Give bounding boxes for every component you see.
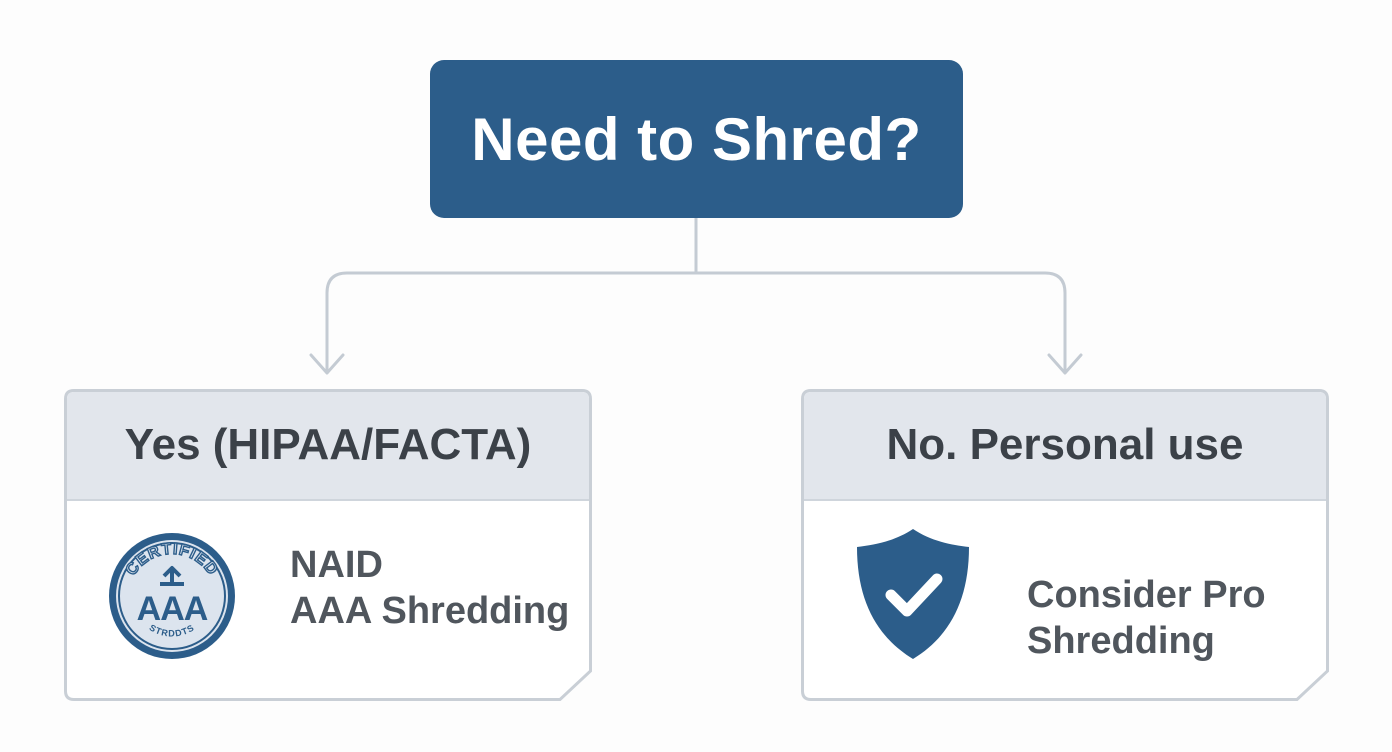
card-header: No. Personal use [801, 389, 1329, 500]
branch-card-yes: Yes (HIPAA/FACTA) CERTIFIED AAA STRDDTS … [64, 389, 592, 701]
card-body-text: NAID AAA Shredding [290, 542, 569, 634]
branch-card-no: No. Personal use Consider Pro Shredding [801, 389, 1329, 701]
arrowhead-left [309, 353, 345, 375]
connector-branch-right [696, 271, 1067, 372]
card-body-line: Consider Pro [1027, 574, 1266, 616]
card-header-text: Yes (HIPAA/FACTA) [124, 419, 532, 469]
badge-center-text: AAA [137, 590, 208, 628]
root-decision-node: Need to Shred? [430, 60, 963, 218]
shield-check-icon [857, 529, 969, 659]
arrowhead-right [1047, 353, 1083, 375]
card-header: Yes (HIPAA/FACTA) [64, 389, 592, 500]
connector-branch-left [325, 271, 696, 372]
root-title: Need to Shred? [471, 105, 922, 173]
card-header-text: No. Personal use [886, 419, 1244, 469]
card-body-line: Shredding [1027, 620, 1215, 662]
card-body-line: NAID [290, 544, 383, 586]
card-body-text: Consider Pro Shredding [1027, 572, 1266, 664]
card-body-line: AAA Shredding [290, 590, 570, 632]
certified-aaa-badge-icon: CERTIFIED AAA STRDDTS [109, 533, 235, 659]
